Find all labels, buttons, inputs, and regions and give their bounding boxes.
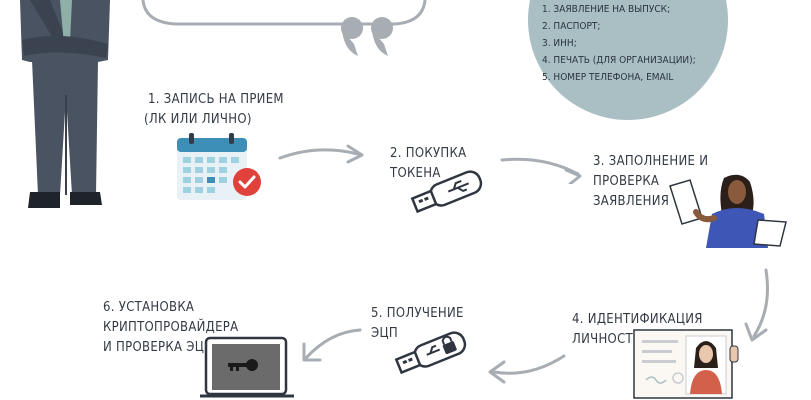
step-3-label: 3. ЗАПОЛНЕНИЕ И ПРОВЕРКА ЗАЯВЛЕНИЯ xyxy=(593,154,709,209)
document-item: 5. НОМЕР ТЕЛЕФОНА, EMAIL xyxy=(542,72,674,83)
step-5-label: 5. ПОЛУЧЕНИЕ ЭЦП xyxy=(371,306,464,341)
arrow-step3-to-step4 xyxy=(742,268,778,344)
document-item: 3. ИНН; xyxy=(542,38,577,49)
arrow-step2-to-step3 xyxy=(500,152,585,184)
usb-token-lock-icon xyxy=(392,326,470,378)
document-item: 2. ПАСПОРТ; xyxy=(542,21,601,32)
businessman-icon xyxy=(0,0,130,215)
speech-bubble xyxy=(135,0,435,60)
step-2-label: 2. ПОКУПКА ТОКЕНА xyxy=(390,146,467,181)
arrow-step5-to-step6 xyxy=(296,326,362,366)
arrow-step1-to-step2 xyxy=(278,140,368,170)
calendar-check-icon xyxy=(175,132,265,202)
document-item: 1. ЗАЯВЛЕНИЕ НА ВЫПУСК; xyxy=(542,4,671,15)
woman-with-document-icon xyxy=(666,172,791,248)
document-item: 4. ПЕЧАТЬ (ДЛЯ ОРГАНИЗАЦИИ); xyxy=(542,55,696,66)
step-4-label: 4. ИДЕНТИФИКАЦИЯ ЛИЧНОСТИ xyxy=(572,312,703,347)
id-card-icon xyxy=(632,328,742,400)
laptop-key-icon xyxy=(198,334,298,400)
step-1-label: 1. ЗАПИСЬ НА ПРИЕМ (ЛК ИЛИ ЛИЧНО) xyxy=(144,92,284,127)
step-6-label: 6. УСТАНОВКА КРИПТОПРОВАЙДЕРА И ПРОВЕРКА… xyxy=(103,300,239,355)
quote-icon xyxy=(338,14,400,58)
usb-token-icon xyxy=(408,165,486,217)
arrow-step4-to-step5 xyxy=(484,352,566,386)
documents-list: 1. ЗАЯВЛЕНИЕ НА ВЫПУСК; 2. ПАСПОРТ; 3. И… xyxy=(542,2,696,85)
